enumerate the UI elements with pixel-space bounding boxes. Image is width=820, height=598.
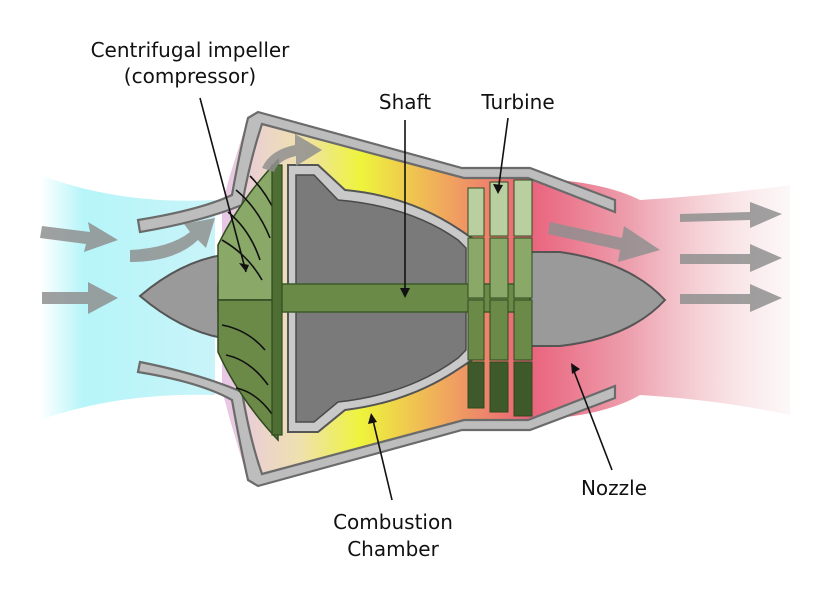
turbine-stage-1 xyxy=(467,187,485,409)
combustion-leader-line xyxy=(371,415,393,501)
exhaust-tail-cone xyxy=(529,251,667,347)
turbine-stage-2 xyxy=(489,181,509,413)
compressor-impeller xyxy=(217,158,283,442)
turbine-stages xyxy=(467,179,533,417)
intake-flow-arrows xyxy=(40,134,322,314)
impeller-leader-line xyxy=(199,97,247,273)
flow-arrow-icon xyxy=(680,202,782,228)
flow-arrow-icon xyxy=(548,222,660,262)
label-combustion: Combustion xyxy=(333,510,453,534)
flow-arrow-icon xyxy=(680,244,782,272)
label-centrifugal-impeller: Centrifugal impeller xyxy=(91,38,291,62)
turbine-leader-line xyxy=(497,117,509,193)
flow-arrow-icon xyxy=(680,284,782,312)
flow-arrow-icon xyxy=(130,218,215,262)
flow-arrow-icon xyxy=(40,222,118,252)
exhaust-flow-arrows xyxy=(548,202,782,312)
outer-housing-top xyxy=(136,110,617,234)
label-chamber: Chamber xyxy=(347,537,439,561)
turbine-stage-3 xyxy=(513,179,533,417)
label-shaft: Shaft xyxy=(379,90,431,114)
intake-nose-cone xyxy=(138,253,223,340)
label-nozzle: Nozzle xyxy=(581,476,647,500)
nozzle-leader-line xyxy=(571,365,613,471)
outer-housing-bottom xyxy=(136,360,617,488)
flow-arrow-icon xyxy=(262,134,322,172)
label-compressor: (compressor) xyxy=(124,64,256,88)
label-turbine: Turbine xyxy=(480,90,554,114)
flow-arrow-icon xyxy=(42,282,118,314)
